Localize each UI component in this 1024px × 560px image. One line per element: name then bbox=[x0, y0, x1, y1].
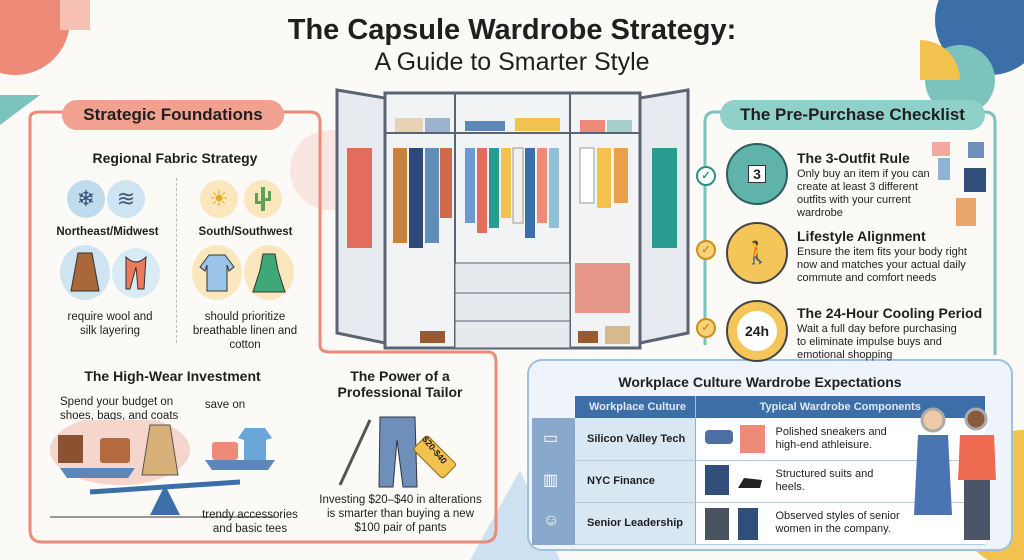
coat-icon bbox=[60, 245, 110, 300]
high-wear-title: The High-Wear Investment bbox=[84, 368, 261, 384]
checklist-item-text: Ensure the item fits your body right now… bbox=[797, 246, 967, 284]
south-label: South/Southwest bbox=[198, 226, 293, 238]
tailor-text: Investing $20–$40 in alterations is smar… bbox=[319, 494, 482, 534]
tee-icon bbox=[238, 428, 272, 462]
shirt-icon bbox=[192, 245, 242, 300]
column-header: Workplace Culture bbox=[575, 396, 695, 418]
sheath-dress-icon bbox=[738, 508, 758, 540]
divider bbox=[176, 178, 177, 343]
skirt-suit-icon bbox=[705, 508, 729, 540]
check-icon: ✓ bbox=[696, 240, 716, 260]
price-tag-icon bbox=[413, 435, 456, 479]
hanging-clothes bbox=[347, 147, 677, 313]
scarf-icon bbox=[112, 248, 160, 298]
tailor-illustration bbox=[338, 416, 456, 488]
high-wear-spend: Spend your budget on shoes, bags, and co… bbox=[60, 396, 179, 422]
hoodie-icon bbox=[740, 425, 765, 453]
foundations-header: Strategic Foundations bbox=[62, 100, 284, 130]
high-wear-save: save on bbox=[204, 399, 246, 411]
workplace-title: Workplace Culture Wardrobe Expectations bbox=[618, 374, 902, 390]
pants-icon bbox=[378, 416, 418, 488]
checklist-item-text: Wait a full day before purchasing to eli… bbox=[797, 323, 957, 361]
culture-cell: Senior Leadership bbox=[575, 502, 696, 545]
outfit-pieces-icon bbox=[932, 142, 986, 226]
checklist-item-title: The 24-Hour Cooling Period bbox=[797, 305, 983, 321]
needle-icon bbox=[338, 419, 372, 486]
wind-icon: ≋ bbox=[107, 180, 145, 218]
checklist-item-text: Only buy an item if you can create at le… bbox=[797, 168, 930, 219]
culture-cell: NYC Finance bbox=[575, 460, 696, 503]
person-icon: ☺ bbox=[543, 512, 560, 529]
boots-icon bbox=[58, 435, 83, 463]
hanger-3-icon: 3 bbox=[726, 143, 788, 205]
building-icon: ▥ bbox=[543, 472, 559, 489]
trench-coat-icon bbox=[141, 424, 179, 476]
clock-24h-icon: 24h bbox=[726, 300, 788, 362]
snowflake-icon: ❄ bbox=[67, 180, 105, 218]
senior-women-illustration bbox=[914, 407, 996, 540]
regional-fabric-title: Regional Fabric Strategy bbox=[92, 150, 258, 166]
north-text: require wool and silk layering bbox=[67, 311, 153, 337]
dress-icon bbox=[244, 245, 294, 300]
check-icon: ✓ bbox=[696, 318, 716, 338]
north-label: Northeast/Midwest bbox=[56, 226, 159, 238]
wardrobe-illustration bbox=[335, 88, 690, 350]
check-icon: ✓ bbox=[696, 166, 716, 186]
checklist-item-title: The 3-Outfit Rule bbox=[797, 150, 910, 166]
sun-icon: ☀ bbox=[200, 180, 238, 218]
page-subtitle: A Guide to Smarter Style bbox=[374, 48, 650, 76]
south-text: should prioritize breathable linen and c… bbox=[192, 311, 298, 351]
page-title: The Capsule Wardrobe Strategy: bbox=[287, 14, 737, 46]
culture-cell: Silicon Valley Tech bbox=[575, 418, 696, 461]
balance-scale-illustration bbox=[50, 420, 275, 518]
laptop-icon: ▭ bbox=[543, 430, 559, 447]
bag-icon bbox=[100, 438, 130, 463]
column-header: Typical Wardrobe Components bbox=[694, 396, 985, 418]
wardrobe-item-icons bbox=[705, 425, 765, 540]
blazer-icon bbox=[705, 465, 729, 495]
small-bag-icon bbox=[212, 442, 238, 460]
row-icons-strip bbox=[532, 418, 575, 545]
checklist-header: The Pre-Purchase Checklist bbox=[720, 100, 985, 130]
sneaker-icon bbox=[705, 430, 733, 444]
checklist-item-title: Lifestyle Alignment bbox=[797, 228, 926, 244]
heels-icon bbox=[738, 478, 762, 488]
commute-calendar-icon: 🚶 bbox=[726, 222, 788, 284]
tailor-title: The Power of a Professional Tailor bbox=[337, 368, 463, 400]
high-wear-save-items: trendy accessories and basic tees bbox=[202, 509, 298, 535]
cactus-icon bbox=[244, 180, 282, 218]
